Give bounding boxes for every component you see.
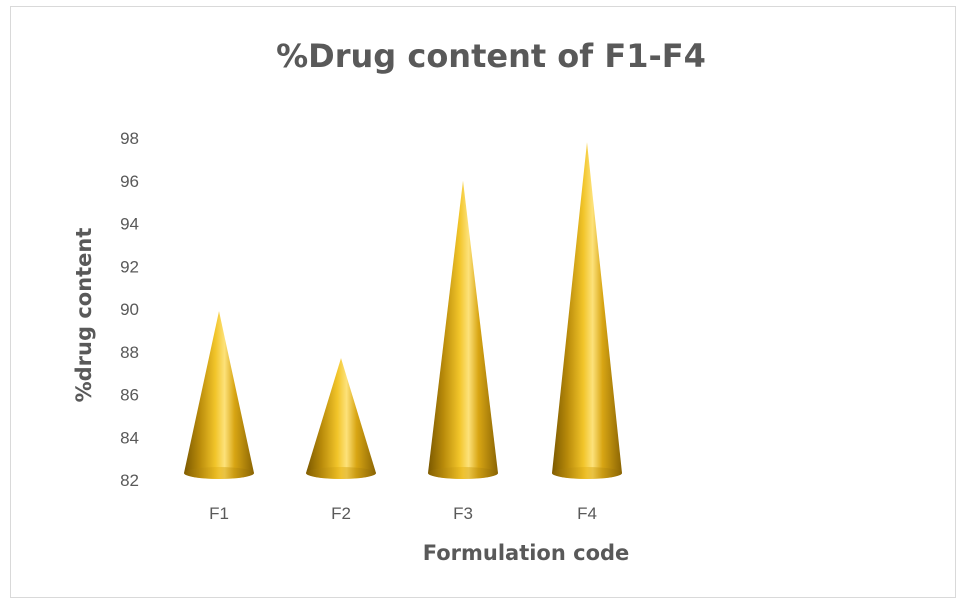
cone-f4 [552, 142, 622, 479]
y-axis-ticks: 82 84 86 88 90 92 94 96 98 [120, 129, 139, 490]
cone-body [306, 358, 376, 479]
chart-frame: %Drug content of F1-F4 82 84 86 88 90 92 94 96 9… [10, 6, 956, 598]
x-tick-label: F3 [453, 504, 473, 523]
cone-body [184, 311, 254, 479]
x-axis-ticks: F1 F2 F3 F4 [209, 504, 597, 523]
cone-f1 [184, 311, 254, 479]
y-tick-label: 90 [120, 300, 139, 319]
chart-canvas: %Drug content of F1-F4 82 84 86 88 90 92 94 96 9… [72, 37, 706, 565]
cone-base [184, 467, 254, 479]
x-tick-label: F1 [209, 504, 229, 523]
y-tick-label: 86 [120, 386, 139, 405]
cone-body [552, 142, 622, 479]
cone-base [552, 467, 622, 479]
y-tick-label: 84 [120, 428, 139, 447]
cone-base [428, 467, 498, 479]
x-tick-label: F4 [577, 504, 597, 523]
y-tick-label: 94 [120, 215, 139, 234]
cone-f3 [428, 180, 498, 479]
cone-base [306, 467, 376, 479]
y-tick-label: 88 [120, 343, 139, 362]
y-axis-title: %drug content [72, 228, 96, 403]
y-tick-label: 92 [120, 257, 139, 276]
x-tick-label: F2 [331, 504, 351, 523]
y-tick-label: 98 [120, 129, 139, 148]
cone-f2 [306, 358, 376, 479]
chart-title: %Drug content of F1-F4 [276, 37, 706, 75]
cone-series [184, 142, 622, 479]
y-tick-label: 96 [120, 172, 139, 191]
y-tick-label: 82 [120, 471, 139, 490]
x-axis-title: Formulation code [423, 541, 630, 565]
cone-body [428, 180, 498, 479]
